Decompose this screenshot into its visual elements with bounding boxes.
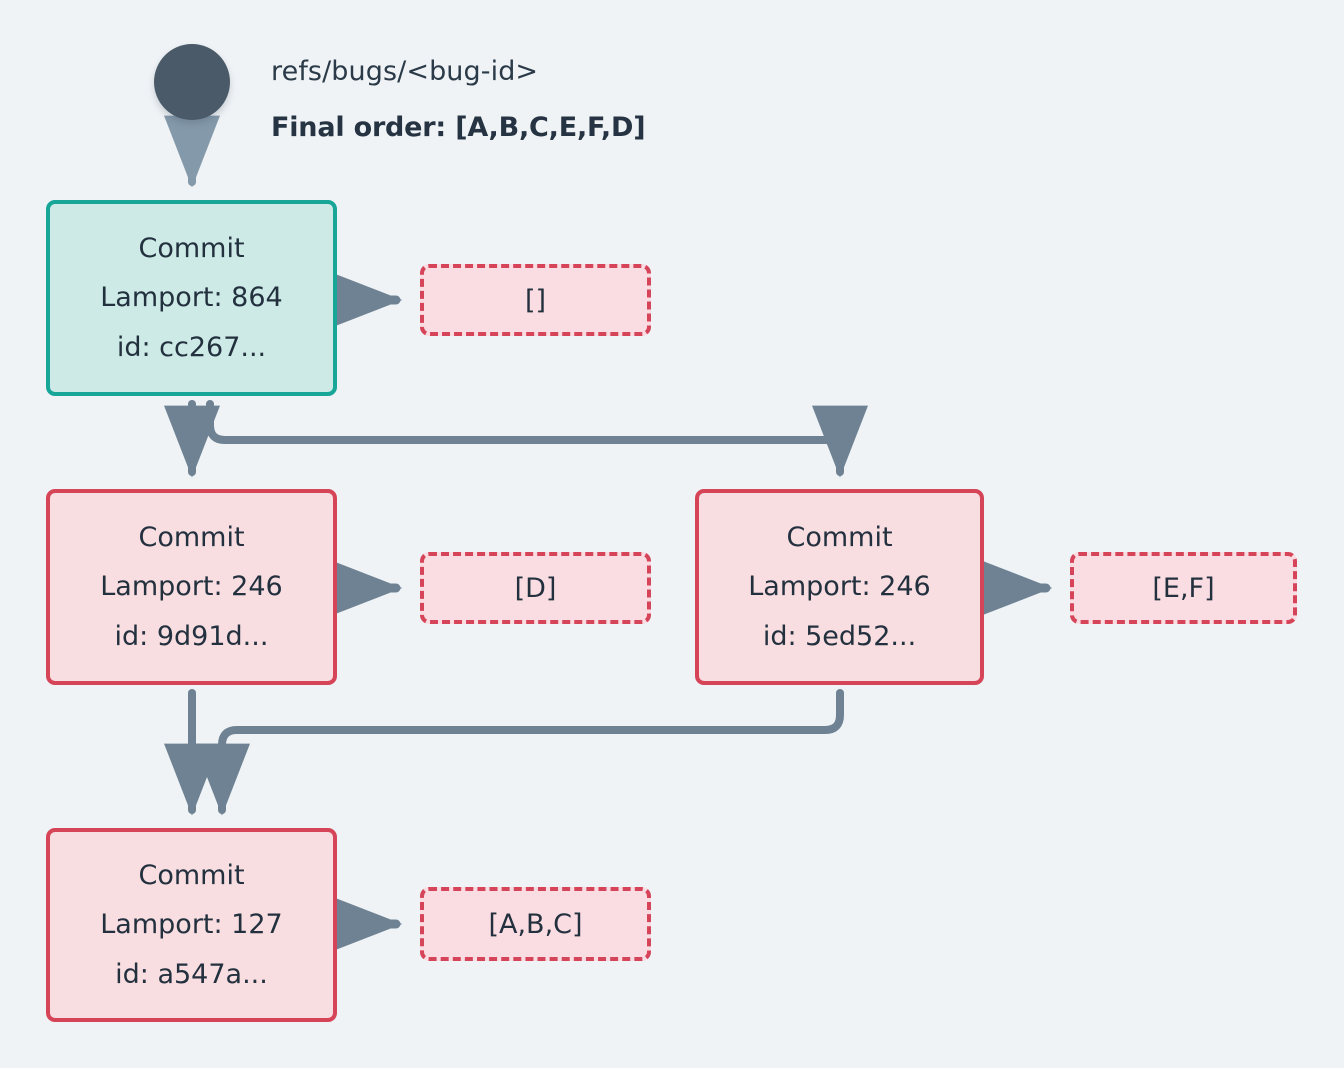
commit-id: id: a547a... [115, 958, 268, 990]
final-order-label: Final order: [A,B,C,E,F,D] [271, 112, 646, 143]
commit-id: id: cc267... [116, 331, 267, 363]
ops-node-d[interactable]: [D] [420, 552, 651, 624]
commit-lamport: Lamport: 864 [100, 282, 283, 314]
commit-title: Commit [138, 522, 245, 554]
commit-id: id: 5ed52... [762, 620, 917, 652]
edge-commit864-to-commit246b [206, 400, 868, 478]
commit-node-a547a[interactable]: Commit Lamport: 127 id: a547a... [46, 828, 337, 1022]
commit-lamport: Lamport: 246 [748, 571, 931, 603]
commit-lamport: Lamport: 127 [100, 909, 283, 941]
commit-title: Commit [786, 522, 893, 554]
commit-title: Commit [138, 860, 245, 892]
commit-lamport: Lamport: 246 [100, 571, 283, 603]
ops-node-empty[interactable]: [] [420, 264, 651, 336]
root-node-circle-icon[interactable] [154, 44, 230, 120]
commit-node-5ed52[interactable]: Commit Lamport: 246 id: 5ed52... [695, 489, 984, 685]
ops-node-abc[interactable]: [A,B,C] [420, 887, 651, 961]
ops-node-ef[interactable]: [E,F] [1070, 552, 1297, 624]
commit-node-9d91d[interactable]: Commit Lamport: 246 id: 9d91d... [46, 489, 337, 685]
commit-id: id: 9d91d... [114, 620, 269, 652]
ref-label: refs/bugs/<bug-id> [271, 56, 539, 87]
edge-commit246b-to-commit127 [194, 689, 844, 816]
commit-node-cc267[interactable]: Commit Lamport: 864 id: cc267... [46, 200, 337, 396]
commit-title: Commit [138, 233, 245, 265]
